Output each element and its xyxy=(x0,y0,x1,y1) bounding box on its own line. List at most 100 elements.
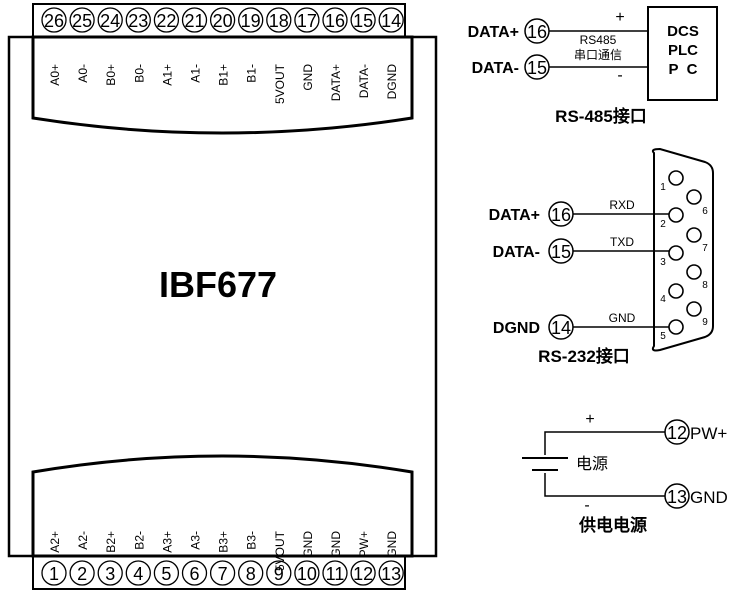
terminal-label: B1+ xyxy=(217,64,231,86)
db9-pin-number: 9 xyxy=(702,317,708,328)
rs232-pin-number: 16 xyxy=(551,205,571,225)
terminal-number: 3 xyxy=(105,564,115,584)
db9-pin-number: 1 xyxy=(660,182,666,193)
terminal-label: B0- xyxy=(132,64,146,83)
power-source-label: 电源 xyxy=(576,455,608,473)
rs232-pin-number: 14 xyxy=(551,318,571,338)
db9-pin xyxy=(668,207,684,223)
terminal-number: 20 xyxy=(213,11,233,31)
terminal-number: 19 xyxy=(241,11,261,31)
power-pin-12 xyxy=(664,419,690,445)
terminal-label: A1+ xyxy=(160,64,174,86)
rs232-signal-label: RXD xyxy=(609,198,635,212)
rs232-row-label: DATA+ xyxy=(489,207,540,224)
terminal-22 xyxy=(153,7,180,33)
rs232-signal-label: TXD xyxy=(610,235,634,249)
power-wire-minus xyxy=(544,473,677,497)
db9-pin xyxy=(668,170,684,186)
terminal-label: 5VOUT xyxy=(273,530,287,571)
terminal-13 xyxy=(378,560,404,586)
db9-pin xyxy=(668,245,684,261)
dcs-device-box xyxy=(647,6,718,101)
power-plus-sign: + xyxy=(585,411,594,428)
terminal-label: GND xyxy=(301,531,315,558)
db9-pin xyxy=(686,189,702,205)
rs232-row-label: DATA- xyxy=(493,244,540,261)
terminal-17 xyxy=(294,7,320,33)
db9-pin xyxy=(686,301,702,317)
terminal-number: 21 xyxy=(184,11,204,31)
db9-pin-number: 3 xyxy=(660,257,666,268)
db9-pin xyxy=(686,264,702,280)
power-pin-13-label: GND xyxy=(690,488,728,507)
terminal-label: A0+ xyxy=(48,64,62,86)
rs485-pin-15-number: 15 xyxy=(527,58,547,78)
power-pin-12-number: 12 xyxy=(667,423,687,443)
terminal-label: A1- xyxy=(189,64,203,83)
terminal-label: A2+ xyxy=(48,531,62,553)
terminal-number: 6 xyxy=(189,564,199,584)
terminal-21 xyxy=(181,7,208,33)
terminal-7 xyxy=(209,560,236,586)
terminal-number: 24 xyxy=(100,11,120,31)
terminal-number: 16 xyxy=(325,11,345,31)
terminal-label: GND xyxy=(301,64,315,91)
terminal-20 xyxy=(209,7,236,33)
terminal-number: 23 xyxy=(128,11,148,31)
power-section: 电源 + - 12 PW+ 13 GND 供电电源 xyxy=(522,411,728,535)
db9-pin-number: 5 xyxy=(660,331,666,342)
rs485-pin-16-number: 16 xyxy=(527,22,547,42)
rs232-row-label: DGND xyxy=(493,320,540,337)
top-cap xyxy=(31,35,414,135)
rs485-plus-sign: + xyxy=(615,9,624,26)
terminal-number: 10 xyxy=(297,564,317,584)
db9-pin xyxy=(668,319,684,335)
power-minus-sign: - xyxy=(584,497,589,514)
terminal-label: B2+ xyxy=(104,531,118,553)
terminal-number: 5 xyxy=(161,564,171,584)
terminal-25 xyxy=(69,7,95,33)
db9-pin-number: 4 xyxy=(660,294,666,305)
db9-pin-number: 2 xyxy=(660,219,666,230)
terminal-3 xyxy=(97,560,123,586)
terminal-6 xyxy=(181,560,208,586)
terminal-label: DATA- xyxy=(357,64,371,98)
terminal-label: GND xyxy=(385,531,399,558)
device-line-2: PLC xyxy=(668,42,698,59)
terminal-number: 9 xyxy=(274,564,284,584)
terminal-label: A3+ xyxy=(160,531,174,553)
rs485-minus-sign: - xyxy=(617,67,622,84)
terminal-label: B3- xyxy=(245,531,259,550)
terminal-label: A2- xyxy=(76,531,90,550)
power-wire-plus xyxy=(544,431,677,455)
terminal-number: 1 xyxy=(49,564,59,584)
rs232-signal-label: GND xyxy=(609,311,636,325)
terminal-19 xyxy=(238,7,264,33)
terminal-number: 25 xyxy=(72,11,92,31)
terminal-number: 26 xyxy=(44,11,64,31)
terminal-number: 22 xyxy=(156,11,176,31)
db9-pin xyxy=(668,283,684,299)
terminal-15 xyxy=(350,7,376,33)
terminal-number: 11 xyxy=(326,564,345,584)
terminal-2 xyxy=(69,560,95,586)
rs232-title: RS-232接口 xyxy=(538,346,630,366)
db9-pin-number: 8 xyxy=(702,280,708,291)
terminal-label: A3- xyxy=(189,531,203,550)
terminal-number: 12 xyxy=(353,564,373,584)
rs485-section: DATA+ 16 DATA- 15 + - RS485 串口通信 DCS PLC… xyxy=(468,6,718,126)
rs485-note-1: RS485 xyxy=(580,33,617,47)
terminal-label: 5VOUT xyxy=(273,63,287,104)
terminal-label: GND xyxy=(329,531,343,558)
bottom-cap xyxy=(31,454,414,558)
module-name: IBF677 xyxy=(159,264,277,305)
terminal-24 xyxy=(97,7,123,33)
terminal-number: 8 xyxy=(246,564,256,584)
terminal-number: 18 xyxy=(269,11,289,31)
terminal-10 xyxy=(294,560,320,586)
terminal-number: 13 xyxy=(381,564,401,584)
terminal-14 xyxy=(378,7,404,33)
terminal-label: DATA+ xyxy=(329,64,343,101)
